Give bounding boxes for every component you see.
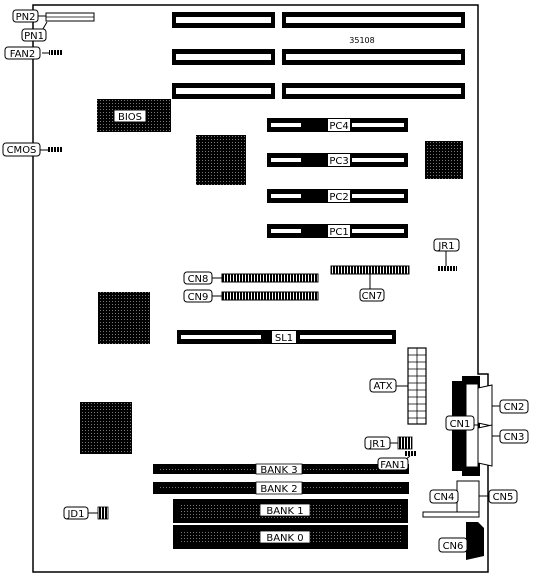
header-jr1-bottom [397,436,413,450]
header-jd1 [97,506,109,520]
leader-lines [38,15,500,514]
bank-1-label: BANK 1 [266,506,303,517]
pci-slots: PC4 PC3 PC2 PC1 [267,118,408,238]
label-cn3: CN3 [504,432,525,443]
connector-cn6-body [466,522,484,560]
bank-3-label: BANK 3 [260,465,297,476]
slot-pc4-label: PC4 [329,121,348,132]
label-cn2: CN2 [504,402,525,413]
bank-2-label: BANK 2 [260,484,297,495]
slot-pc2-label: PC2 [329,192,348,203]
label-fan1: FAN1 [380,460,406,471]
bios-label: BIOS [118,112,142,123]
header-cn9 [221,291,319,301]
header-fan1 [404,451,416,456]
serial-ports [465,383,493,468]
label-cn1: CN1 [450,419,471,430]
label-cn6: CN6 [443,541,464,552]
chipset-north [196,135,246,185]
label-fan2: FAN2 [10,49,36,60]
slot-pc1-label: PC1 [329,227,348,238]
label-pn2: PN2 [16,12,36,23]
callouts: PN2 PN1 FAN2 CMOS JR1 CN8 CN9 CN7 ATX CN… [2,9,529,553]
header-cn8 [221,273,319,283]
board-code: 35108 [349,36,374,45]
label-cn4: CN4 [434,492,455,503]
header-jr1-top [437,266,457,271]
label-cn9: CN9 [188,292,209,303]
label-cn8: CN8 [188,274,209,285]
label-cn5: CN5 [493,492,514,503]
label-atx: ATX [373,381,392,392]
bank-0-label: BANK 0 [266,533,303,544]
slot-sl1: SL1 [177,330,396,344]
chipset-mid-left [98,292,150,344]
memory-banks: BANK 3 BANK 2 BANK 1 BANK 0 [153,463,409,549]
header-fan2 [49,50,63,55]
top-slots [172,12,465,99]
slot-pc3-label: PC3 [329,156,348,167]
label-jr1-top: JR1 [437,241,454,252]
header-cn7 [330,265,410,275]
label-cmos: CMOS [7,145,37,156]
chipset-right [425,141,463,179]
slot-sl1-label: SL1 [275,333,293,344]
label-pn1: PN1 [24,31,44,42]
label-cn7: CN7 [362,291,383,302]
board-outline [32,4,489,573]
label-jr1-bottom: JR1 [368,439,385,450]
bios-chip: BIOS [97,99,171,132]
header-cmos [48,147,62,152]
atx-connector [407,347,427,425]
chipset-lower-left [80,402,132,454]
label-jd1: JD1 [66,509,84,520]
